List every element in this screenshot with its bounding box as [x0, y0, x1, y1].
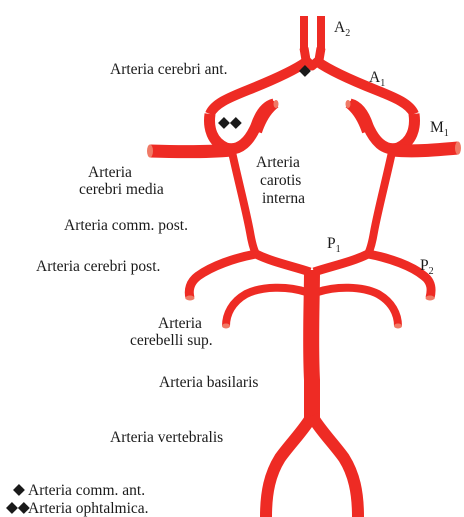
- comm-post-left-vessel: [232, 152, 256, 254]
- label-vertebralis: Arteria vertebralis: [110, 429, 223, 446]
- m1-right-cut-end: [455, 142, 461, 155]
- label-cerebelli-line2: cerebelli sup.: [130, 332, 213, 349]
- vertebral-left-vessel: [266, 416, 312, 517]
- label-cerebri-post: Arteria cerebri post.: [36, 258, 160, 275]
- comm-ant-marker: ◆: [299, 62, 311, 79]
- m1-right-vessel: [392, 148, 458, 151]
- legend-marker-ophtalmica: ◆◆: [6, 499, 30, 516]
- p2-right-cut-end: [426, 296, 435, 301]
- label-cerebri-media-line1: Arteria: [88, 164, 132, 181]
- cerebelli-sup-right-vessel: [318, 288, 398, 326]
- label-a2: A2: [334, 19, 350, 39]
- m1-left-cut-end: [147, 145, 153, 158]
- legend-item-comm-ant: ◆ Arteria comm. ant.: [13, 481, 145, 499]
- label-cerebelli-line1: Arteria: [158, 315, 202, 332]
- label-carotis-line1: Arteria: [256, 154, 300, 171]
- p2-left-cut-end: [186, 296, 195, 301]
- legend: ◆ Arteria comm. ant. ◆◆ Arteria ophtalmi…: [6, 481, 149, 517]
- basilar-vessel: [311, 270, 312, 418]
- ophthalmic-left-cut-end: [274, 100, 279, 108]
- legend-item-ophtalmica: ◆◆ Arteria ophtalmica.: [6, 499, 149, 517]
- vertebral-right-vessel: [312, 416, 358, 517]
- label-comm-post: Arteria comm. post.: [64, 217, 188, 234]
- legend-text-comm-ant: Arteria comm. ant.: [28, 482, 145, 499]
- cerebelli-sup-left-vessel: [226, 288, 306, 326]
- ophtalmica-marker: ◆◆: [218, 114, 242, 131]
- label-carotis-line3: interna: [262, 190, 305, 207]
- cerebelli-right-cut-end: [394, 324, 402, 329]
- comm-post-right-vessel: [368, 152, 392, 254]
- label-m1: M1: [430, 119, 449, 139]
- label-cerebri-media-line2: cerebri media: [79, 181, 164, 198]
- p1-left-vessel: [256, 254, 310, 272]
- label-basilaris: Arteria basilaris: [159, 374, 258, 391]
- m1-left-vessel: [150, 150, 232, 152]
- ophthalmic-right-cut-end: [346, 100, 351, 108]
- legend-marker-comm-ant: ◆: [13, 481, 25, 498]
- legend-text-ophtalmica: Arteria ophtalmica.: [28, 500, 149, 517]
- label-carotis-line2: carotis: [260, 172, 301, 189]
- label-cerebri-ant: Arteria cerebri ant.: [110, 61, 227, 78]
- a1-right-vessel: [318, 62, 414, 114]
- p1-right-vessel: [314, 254, 368, 272]
- cerebelli-left-cut-end: [222, 324, 230, 329]
- label-p1: P1: [327, 235, 341, 255]
